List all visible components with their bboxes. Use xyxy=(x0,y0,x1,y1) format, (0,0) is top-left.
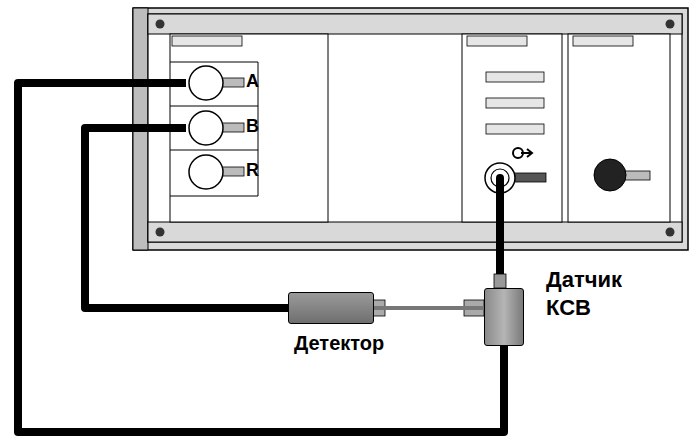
device-body xyxy=(484,288,524,346)
port-connector: A xyxy=(186,65,261,101)
detector-block: Детектор xyxy=(288,292,387,355)
port-connector: R xyxy=(186,154,261,190)
device-label: Датчик КСВ xyxy=(546,266,636,321)
swr-sensor: Датчик КСВ xyxy=(484,288,638,346)
port-label: B xyxy=(246,116,259,137)
port-label: R xyxy=(246,160,259,181)
port-connector: B xyxy=(186,110,261,146)
coax-cable xyxy=(18,83,504,432)
device-body xyxy=(288,292,374,324)
port-label: A xyxy=(246,71,259,92)
coax-cable xyxy=(85,128,288,308)
coupling-adapter xyxy=(374,306,484,310)
device-label: Детектор xyxy=(294,332,384,355)
